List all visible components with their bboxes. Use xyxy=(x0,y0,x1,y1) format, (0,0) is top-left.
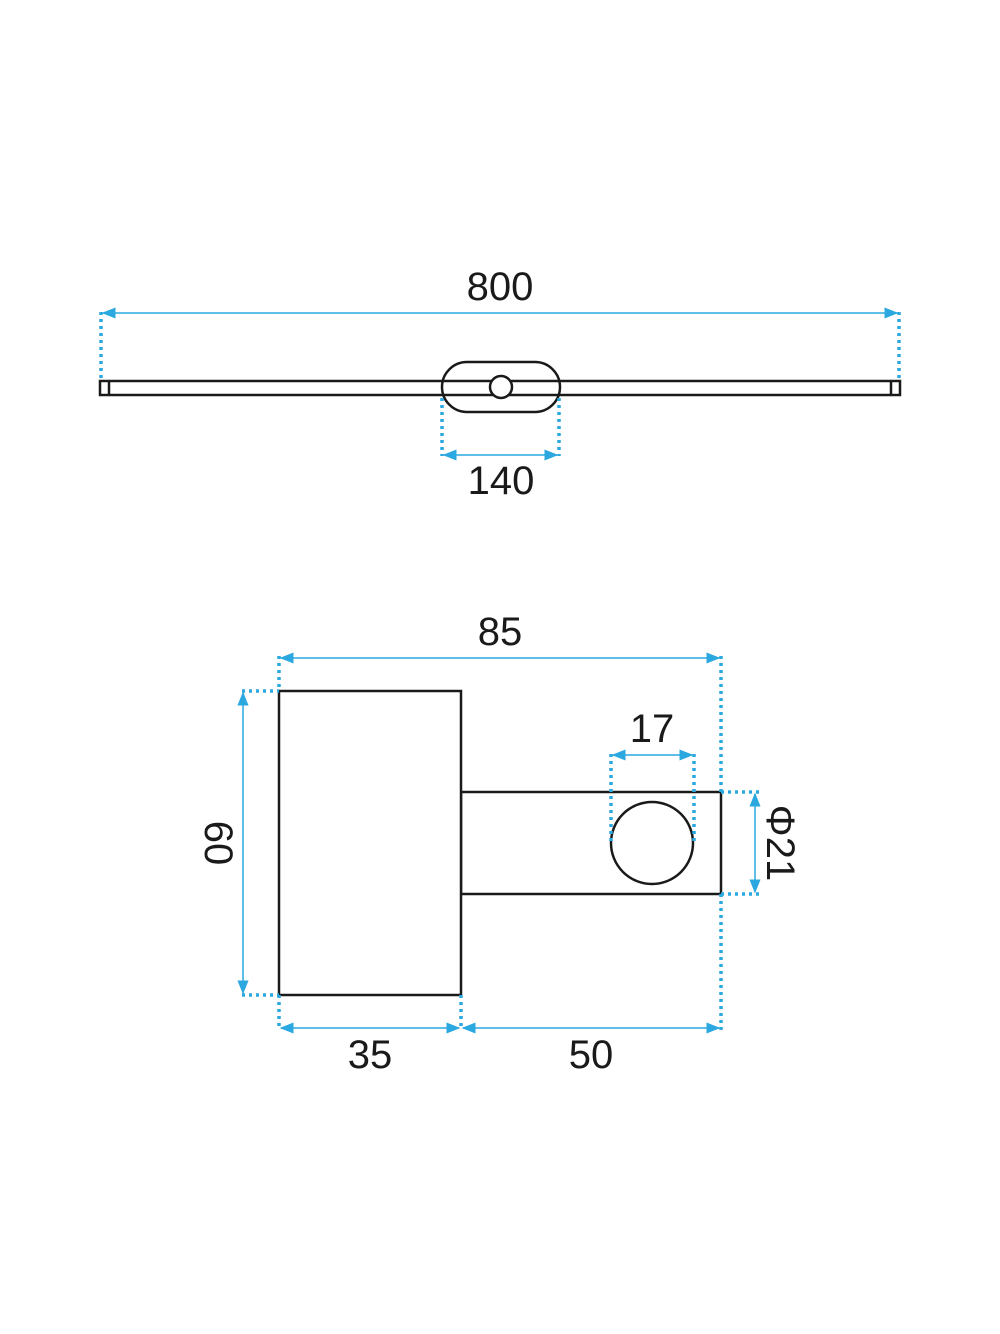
front-view: 800 140 xyxy=(98,265,902,503)
pivot-circle xyxy=(488,374,514,400)
dim-label-35: 35 xyxy=(348,1033,393,1077)
dim-label-60: 60 xyxy=(196,821,240,866)
dim-label-21: Φ21 xyxy=(758,805,802,881)
side-view: 85 60 35 50 17 Φ21 xyxy=(196,610,802,1077)
arm-hole xyxy=(609,800,695,886)
dim-label-50: 50 xyxy=(569,1033,614,1077)
dim-label-85: 85 xyxy=(478,610,523,654)
lamp-head xyxy=(277,689,463,997)
dim-label-17: 17 xyxy=(630,707,675,751)
dim-label-800: 800 xyxy=(467,265,534,309)
dim-label-140: 140 xyxy=(468,459,535,503)
